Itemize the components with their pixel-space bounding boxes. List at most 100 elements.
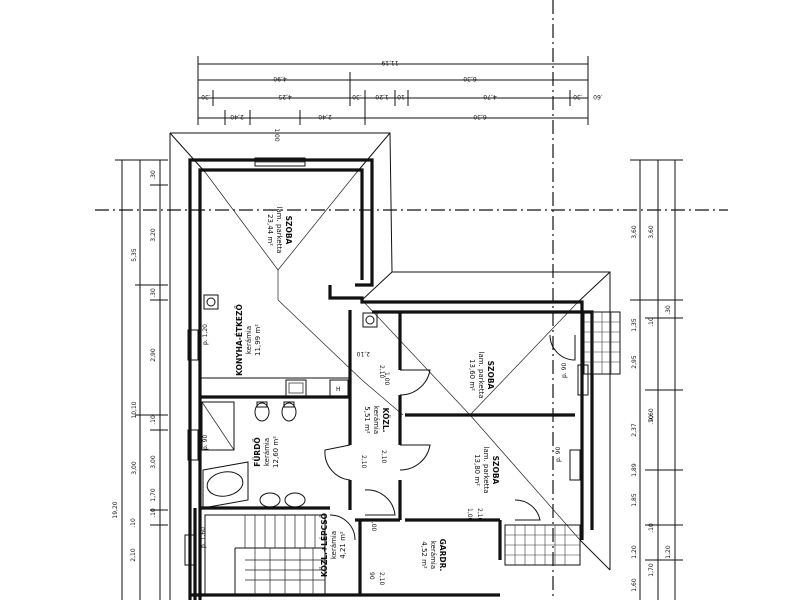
room-label-kozl: KÖZL. kerámia 5,51 m² <box>363 406 390 434</box>
door-label: 2,10 <box>378 365 385 379</box>
dim-right-seg: 1,60 <box>631 578 638 592</box>
dim-left-seg: .30 <box>150 170 157 180</box>
dim-right-seg: 1,89 <box>631 463 638 477</box>
room-name: FÜRDŐ <box>253 437 262 467</box>
room-label-szoba1: SZOBA lam. parketta 23,44 m² <box>266 206 293 253</box>
dim-top-seg: 1,20 <box>375 93 389 100</box>
dim-right-seg: 2,37 <box>631 423 638 437</box>
dim-left-seg: 3,00 <box>150 455 157 469</box>
window-label: p. 1,60 <box>200 527 207 548</box>
room-floor: kerámia <box>372 406 380 434</box>
stove-icon <box>285 379 307 397</box>
room-name: SZOBA <box>491 456 500 485</box>
dim-top-total: 11,19 <box>381 59 398 66</box>
toilet-icon <box>254 402 270 422</box>
dim-top-seg: 1,00 <box>273 128 280 142</box>
room-area: 13,60 m² <box>468 359 476 391</box>
dim-left-seg: 2,10 <box>130 548 137 562</box>
shower-icon <box>201 401 235 451</box>
room-floor: lam. parketta <box>477 351 485 398</box>
room-area: 5,51 m² <box>363 406 371 434</box>
room-floor: kerámia <box>429 541 437 569</box>
roof-outline <box>169 132 611 600</box>
dim-top-seg: .60 <box>593 93 603 100</box>
room-name: KÖZL.+LÉPCSŐ <box>320 513 329 577</box>
dim-left-seg: .10 <box>130 518 137 528</box>
door-label: 2,10 <box>380 450 387 464</box>
washbasin-icon <box>284 492 306 508</box>
dim-right-seg: 2,95 <box>631 355 638 369</box>
dim-top-seg: 10 <box>397 93 405 100</box>
door-swing <box>329 514 356 541</box>
window-label: p. 90 <box>555 447 562 462</box>
room-label-szoba3: SZOBA lam. parketta 13,80 m² <box>473 446 500 493</box>
dim-right-total: 9,60 <box>648 408 655 422</box>
right-dimensions: 3,60 9,60 3,60 1,35 2,95 1,85 1,20 1,60 … <box>630 159 683 600</box>
room-label-szoba2: SZOBA lam. parketta 13,60 m² <box>468 351 495 398</box>
dim-top-seg: .30 <box>573 93 583 100</box>
door-labels: 2,10 1,00 2,10 2,10 1,00 2,10 90 2,10 1,… <box>356 350 483 586</box>
dim-left-total: 19,20 <box>112 501 119 518</box>
svg-text:H: H <box>336 386 341 393</box>
dim-top-seg: 2,40 <box>230 113 244 120</box>
room-name: SZOBA <box>486 361 495 390</box>
dim-left-seg: 2,90 <box>150 348 157 362</box>
dim-top-seg: 6,30 <box>473 113 487 120</box>
dim-top-right: 6,30 <box>463 75 477 82</box>
chimney-icon <box>203 294 219 310</box>
dim-left-seg: 1,70 <box>150 488 157 502</box>
dim-left-seg: 3,00 <box>131 461 138 475</box>
door-swing <box>324 444 351 481</box>
dim-right-seg: 1,70 <box>648 563 655 577</box>
chimney-icon <box>362 312 378 328</box>
room-name: KONYHA-ÉTKEZŐ <box>235 304 244 376</box>
door-swing <box>399 369 431 396</box>
door-swing <box>364 489 396 516</box>
dim-top-seg: 2,40 <box>318 113 332 120</box>
room-name: SZOBA <box>284 216 293 245</box>
dim-right-seg: .10 <box>648 523 655 533</box>
dim-left-seg: 3,20 <box>150 228 157 242</box>
dim-right-seg: 1,85 <box>631 493 638 507</box>
dim-top-left: 4,90 <box>273 75 287 82</box>
window-labels: p. 1,20 p. 90 p. 1,60 p. 90 p. 90 <box>200 324 568 548</box>
dim-right-seg: .10 <box>648 317 655 327</box>
dim-top-seg: .30 <box>352 93 362 100</box>
door-label: 90 <box>368 572 375 580</box>
door-swing <box>514 499 541 521</box>
window-label: p. 90 <box>561 363 568 378</box>
bathtub-icon <box>202 461 249 509</box>
room-floor: kerámia <box>263 438 271 466</box>
dim-left-seg: 10,10 <box>131 401 138 418</box>
dim-left-seg: 5,35 <box>131 248 138 262</box>
dim-left-seg: .30 <box>150 288 157 298</box>
room-name: GARDR. <box>438 539 447 572</box>
dim-right-seg: .10 <box>648 415 655 425</box>
left-dimensions: 19,20 5,35 10,10 3,00 .30 3,20 .30 2,90 … <box>112 159 168 600</box>
door-label: 2,10 <box>378 572 385 586</box>
dim-right-seg: 1,35 <box>631 318 638 332</box>
dim-right-seg: 3,60 <box>631 225 638 239</box>
room-floor: kerámia <box>330 531 338 559</box>
door-swing <box>399 444 431 471</box>
room-floor: kerámia <box>245 326 253 354</box>
top-dimensions: 11,19 4,90 6,30 .30 4,25 .30 1,20 10 4,7… <box>197 56 603 142</box>
room-area: 4,52 m² <box>420 541 428 569</box>
room-area: 23,44 m² <box>266 214 274 246</box>
door-label: 1,00 <box>370 518 377 532</box>
toilet-icon <box>281 402 297 422</box>
terrace-grid <box>504 311 621 566</box>
room-label-lepcso: KÖZL.+LÉPCSŐ kerámia 4,21 m² <box>320 513 347 577</box>
dim-top-seg: .30 <box>201 93 211 100</box>
dim-right-seg: 1,20 <box>665 545 672 559</box>
room-floor: lam. parketta <box>482 446 490 493</box>
windows <box>184 157 589 566</box>
dim-right-seg: .30 <box>665 305 672 315</box>
dim-left-seg: .10 <box>150 415 157 425</box>
staircase <box>204 514 326 596</box>
door-label: 1,00 <box>466 508 473 522</box>
fixtures: H <box>201 294 378 509</box>
room-label-furdo: FÜRDŐ kerámia 12,60 m² <box>253 436 280 468</box>
doors <box>324 334 576 541</box>
